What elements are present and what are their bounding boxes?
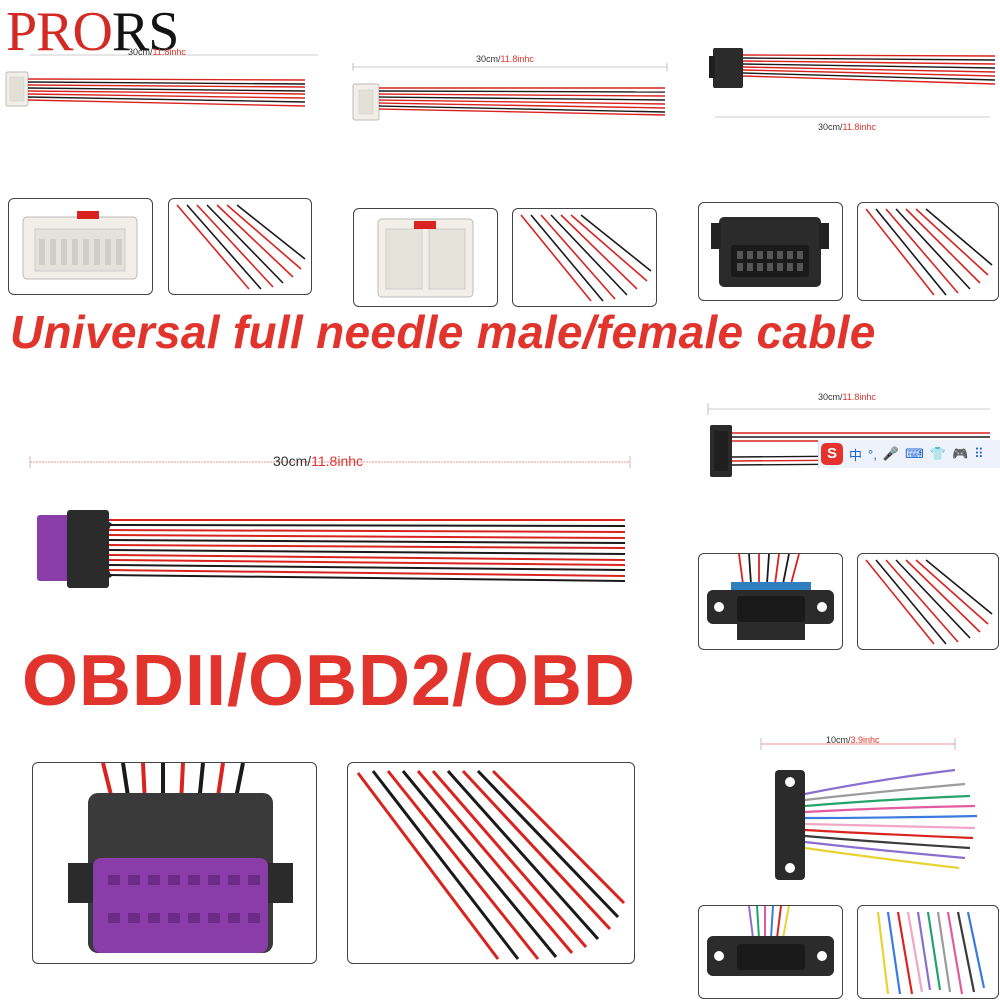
thumb-wire-ends-1	[168, 198, 312, 295]
ime-skin-icon[interactable]: 👕	[929, 446, 946, 461]
thumb-black-connector-1	[698, 202, 843, 301]
product-headline: Universal full needle male/female cable	[10, 306, 876, 358]
cable-photo-multicolor	[760, 738, 978, 880]
dimension-label-10cm: 10cm/3.9inhc	[826, 735, 880, 745]
dimension-label-3: 30cm/11.8inhc	[818, 122, 876, 132]
thumb-multicolor-wire-ends	[857, 905, 999, 999]
ime-punctuation-icon[interactable]: °,	[868, 446, 877, 462]
product-type-title: OBDII/OBD2/OBD	[22, 641, 637, 721]
dimension-label-4: 30cm/11.8inhc	[818, 392, 876, 402]
input-method-toolbar[interactable]: S 中 °, 🎤 ⌨ 👕 🎮 ⠿	[818, 440, 1000, 468]
dimension-label-1: 30cm/11.8inhc	[128, 47, 186, 57]
thumb-wire-ends-large	[347, 762, 635, 964]
thumb-blue-obd-connector	[698, 553, 843, 650]
brand-logo-part1: PRO	[6, 1, 113, 63]
dimension-label-2: 30cm/11.8inhc	[476, 54, 534, 64]
ime-toolbox-icon[interactable]: ⠿	[974, 446, 984, 461]
cable-photo-black-female-1	[709, 48, 996, 118]
thumb-wire-ends-4	[857, 553, 999, 650]
ime-game-icon[interactable]: 🎮	[951, 446, 969, 461]
ime-chinese-mode[interactable]: 中	[849, 447, 863, 463]
thumb-wire-ends-3	[857, 202, 999, 301]
thumb-wire-ends-2	[512, 208, 657, 307]
ime-microphone-icon[interactable]: 🎤	[882, 446, 900, 461]
cable-photo-white-male-1	[5, 54, 318, 107]
brand-logo: PRORS	[6, 0, 179, 64]
thumb-white-connector-2	[353, 208, 498, 307]
thumb-white-connector-1	[8, 198, 153, 295]
thumb-multicolor-connector	[698, 905, 843, 999]
brand-logo-part2: RS	[111, 1, 179, 63]
cable-photo-purple-female	[29, 456, 631, 588]
ime-logo-icon[interactable]: S	[821, 443, 843, 465]
ime-keyboard-icon[interactable]: ⌨	[905, 446, 924, 461]
cable-photo-white-male-2	[352, 63, 668, 121]
dimension-label-main: 30cm/11.8inhc	[273, 453, 364, 469]
thumb-purple-connector-closeup	[32, 762, 317, 964]
